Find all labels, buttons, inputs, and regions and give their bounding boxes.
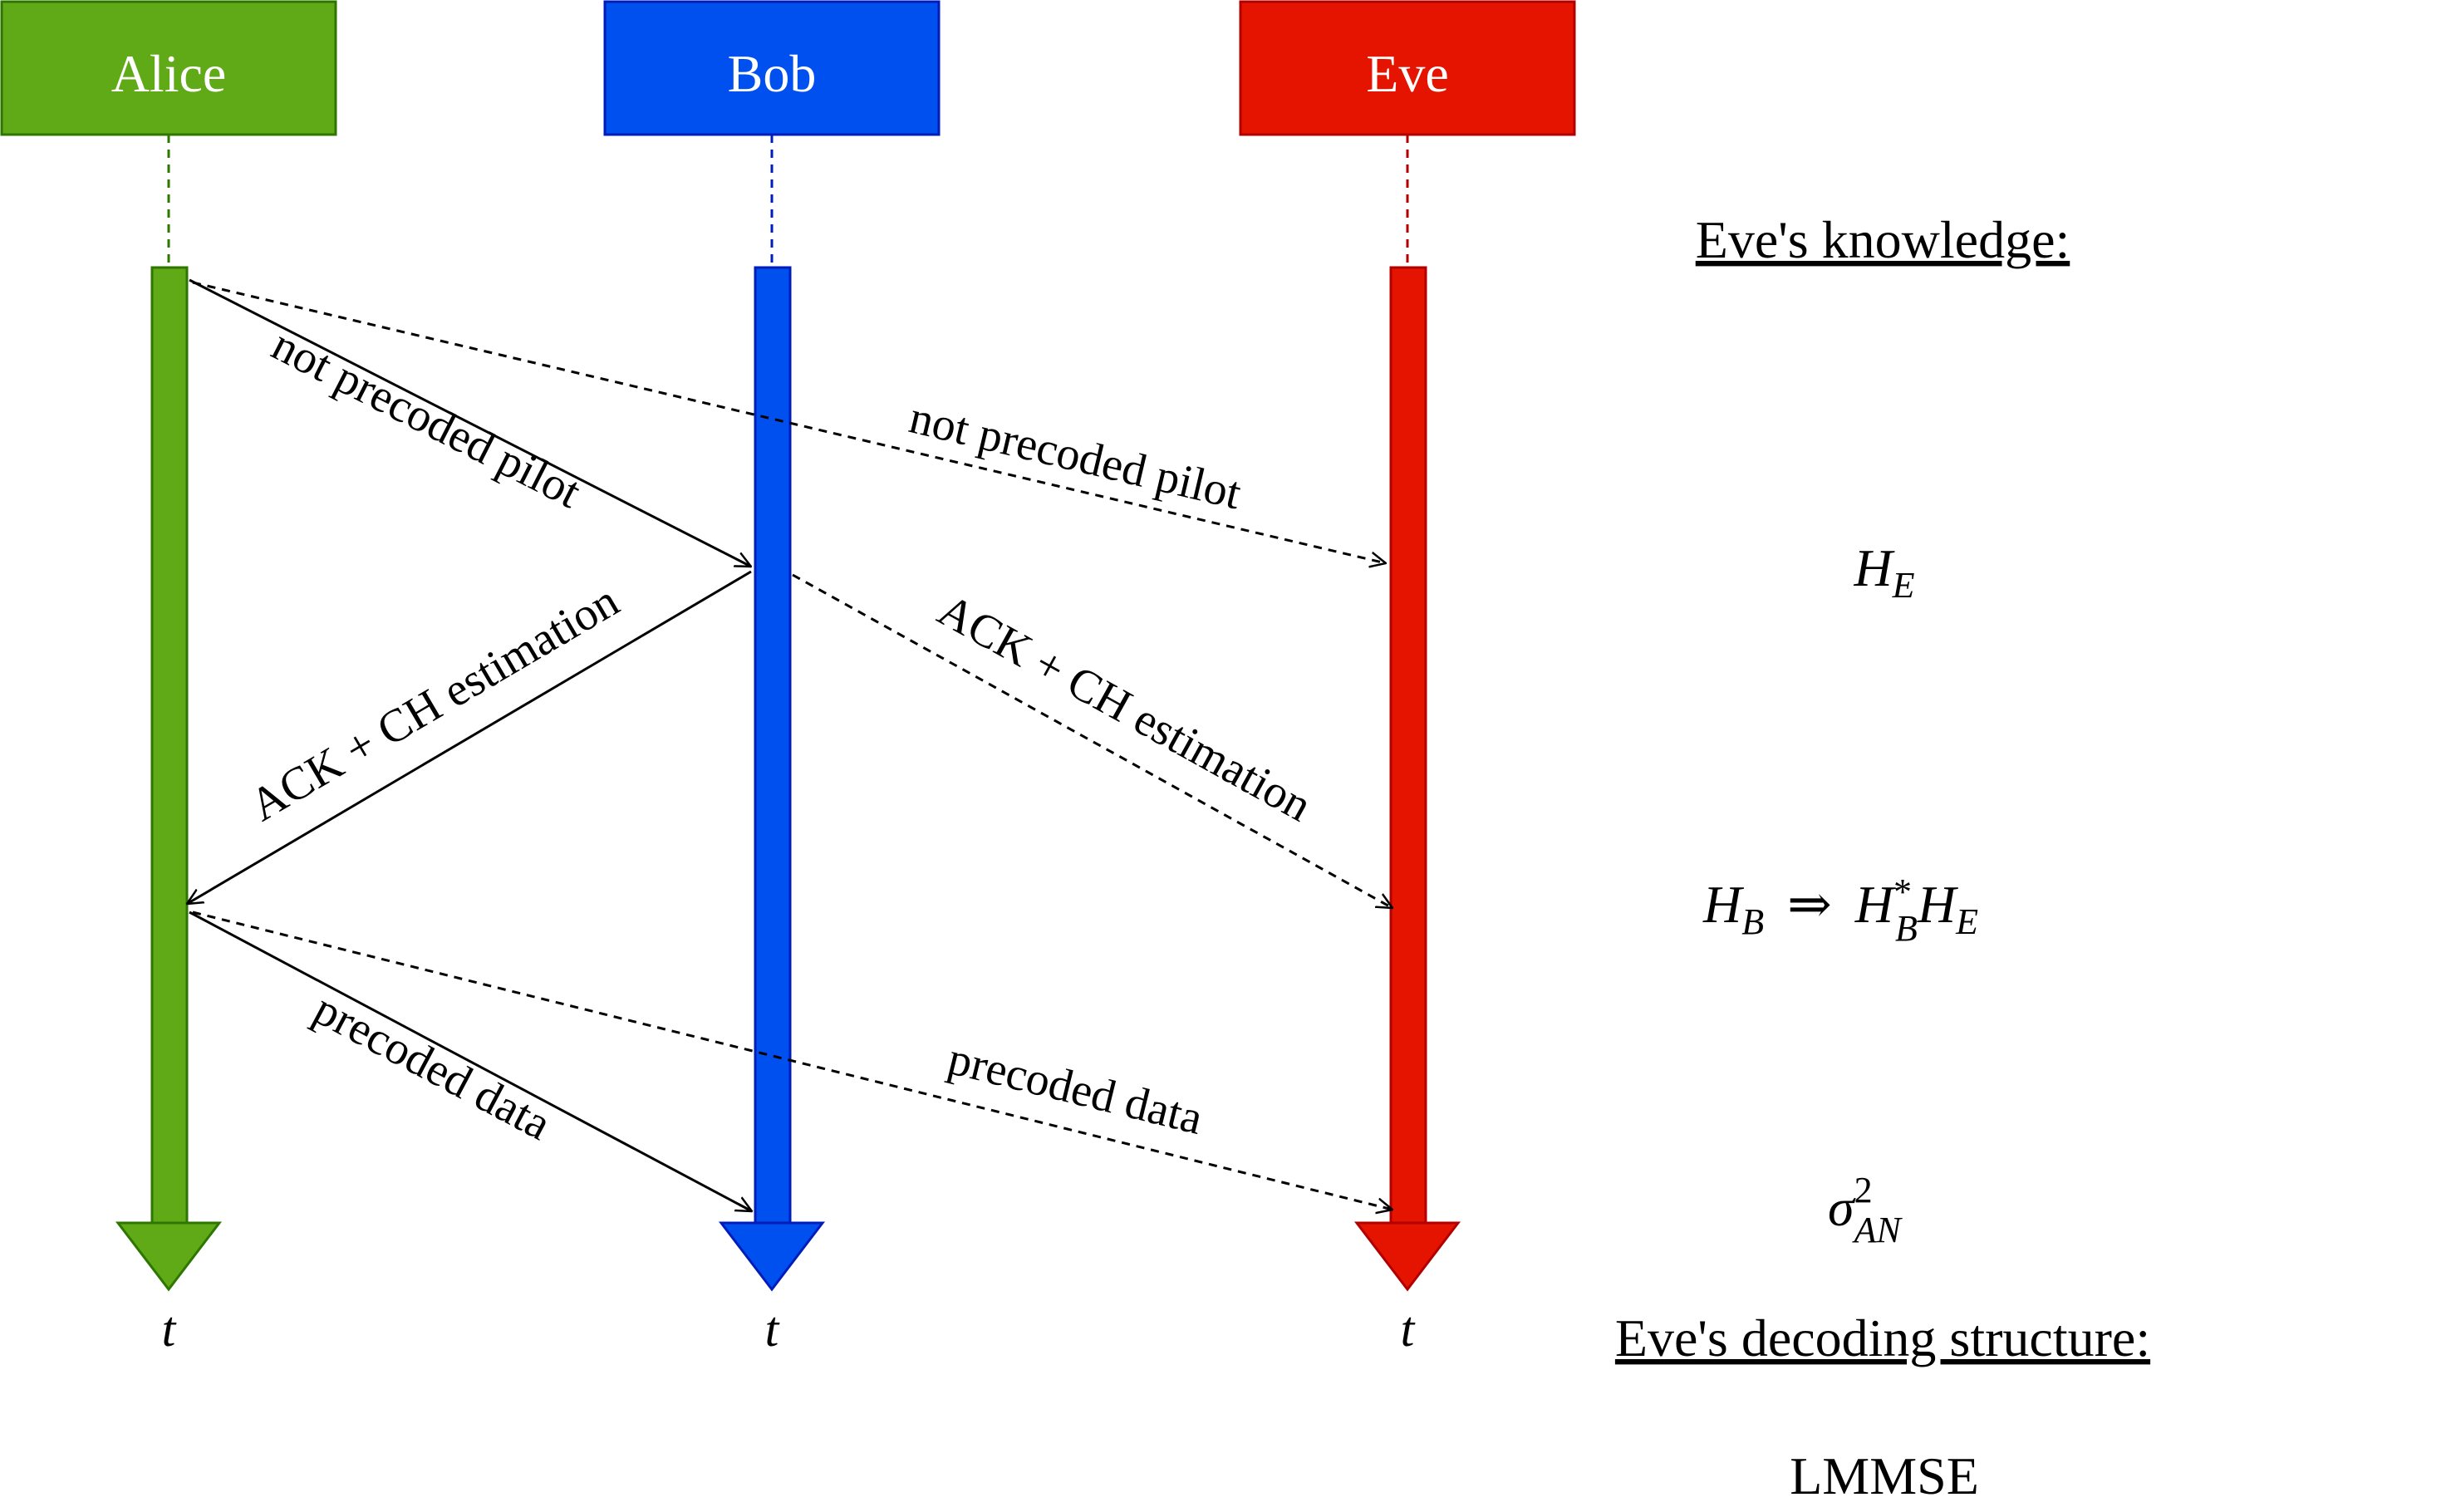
arrow-bob-eve-ack — [792, 573, 1392, 908]
hb-right-sub2: E — [1955, 901, 1978, 942]
arrow-alice-bob-data — [189, 911, 752, 1211]
eve-knowledge-title: Eve's knowledge: — [1696, 210, 2070, 269]
sigma-base: σ — [1828, 1178, 1856, 1237]
actor-alice: Alice t — [0, 0, 337, 1357]
eve-time-arrowhead — [1353, 1221, 1461, 1292]
arrow-bob-alice-ack — [187, 570, 752, 904]
alice-time-arrowhead — [115, 1221, 223, 1292]
eve-header-box — [1239, 0, 1576, 136]
bob-time-arrowhead — [718, 1221, 826, 1292]
eve-decoder-lmmse: LMMSE — [1790, 1446, 1979, 1505]
label-alice-eve-data: precoded data — [943, 1033, 1207, 1145]
alice-header-box — [0, 0, 337, 136]
hb-right-sup1: * — [1893, 871, 1912, 912]
message-alice-bob-pilot: not precoded pilot — [189, 278, 751, 568]
message-alice-bob-data: precoded data — [189, 911, 752, 1211]
eve-time-label: t — [1401, 1302, 1416, 1357]
bob-header-box — [603, 0, 941, 136]
actor-eve: Eve t — [1239, 0, 1576, 1357]
actor-bob: Bob t — [603, 0, 941, 1357]
he-sub: E — [1892, 565, 1915, 606]
bob-time-label: t — [765, 1302, 780, 1357]
alice-activation-bar — [150, 266, 189, 1225]
hb-right-base1: H — [1854, 875, 1897, 934]
label-alice-bob-pilot: not precoded pilot — [264, 319, 590, 518]
hb-right-base2: H — [1917, 875, 1959, 934]
arrow-alice-eve-data — [192, 911, 1392, 1210]
alice-label: Alice — [111, 44, 227, 103]
label-bob-eve-ack: ACK + CH estimation — [930, 584, 1320, 832]
hb-left-base: H — [1702, 875, 1745, 934]
sigma-sup: 2 — [1854, 1170, 1873, 1210]
label-bob-alice-ack: ACK + CH estimation — [241, 575, 627, 832]
eve-knowledge-he: HE — [1853, 538, 1914, 606]
he-base: H — [1853, 538, 1895, 597]
hb-left-sub: B — [1741, 901, 1764, 942]
eve-label: Eve — [1366, 44, 1449, 103]
message-bob-eve-ack: ACK + CH estimation — [792, 573, 1392, 908]
eve-decoding-title: Eve's decoding structure: — [1615, 1308, 2150, 1367]
hb-right-sub1: B — [1895, 908, 1918, 949]
arrow-alice-eve-pilot — [192, 281, 1386, 563]
eve-activation-bar — [1389, 266, 1427, 1225]
arrow-alice-bob-pilot — [189, 278, 751, 568]
label-alice-bob-data: precoded data — [306, 983, 559, 1151]
eve-knowledge-hb-implies: HB⇒H*BHE — [1702, 871, 1978, 949]
message-bob-alice-ack: ACK + CH estimation — [187, 570, 752, 904]
implies-symbol: ⇒ — [1787, 875, 1832, 934]
bob-label: Bob — [728, 44, 817, 103]
sigma-sub: AN — [1852, 1210, 1903, 1250]
alice-time-label: t — [162, 1302, 177, 1357]
bob-activation-bar — [754, 266, 792, 1225]
label-alice-eve-pilot: not precoded pilot — [905, 391, 1246, 519]
